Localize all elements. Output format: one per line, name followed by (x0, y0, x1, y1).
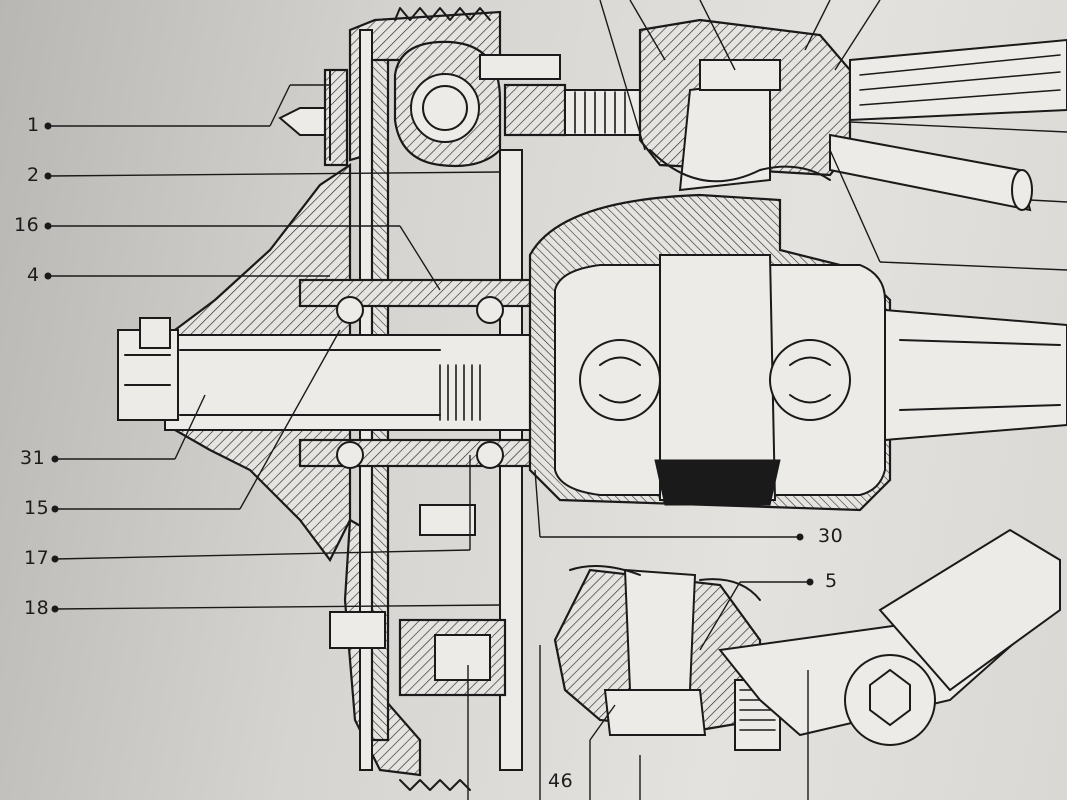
lower-caliper-bush (329, 504, 507, 697)
callout-15: 15 (24, 497, 50, 519)
drive-shaft (884, 308, 1067, 442)
callout-1: 1 (27, 114, 40, 136)
callout-5: 5 (825, 570, 838, 592)
callout-31: 31 (20, 447, 46, 469)
callout-16: 16 (14, 214, 40, 236)
lower-arm (718, 528, 1061, 746)
upper-eye-joint (393, 40, 646, 168)
callout-46: 46 (548, 770, 574, 792)
upper-kingpin-joint (638, 18, 852, 192)
bearings (298, 278, 532, 469)
lower-ball-joint (553, 565, 781, 751)
callout-30: 30 (818, 525, 844, 547)
callout-18: 18 (24, 597, 50, 619)
cv-joint (528, 193, 892, 512)
stub-axle (164, 334, 551, 431)
callout-4: 4 (27, 264, 40, 286)
axle-nut (117, 317, 179, 421)
callout-2: 2 (27, 164, 40, 186)
grease-nipple (278, 68, 349, 167)
leader-lines (44, 0, 1067, 800)
cable-tubes (829, 38, 1067, 212)
callout-17: 17 (24, 547, 50, 569)
